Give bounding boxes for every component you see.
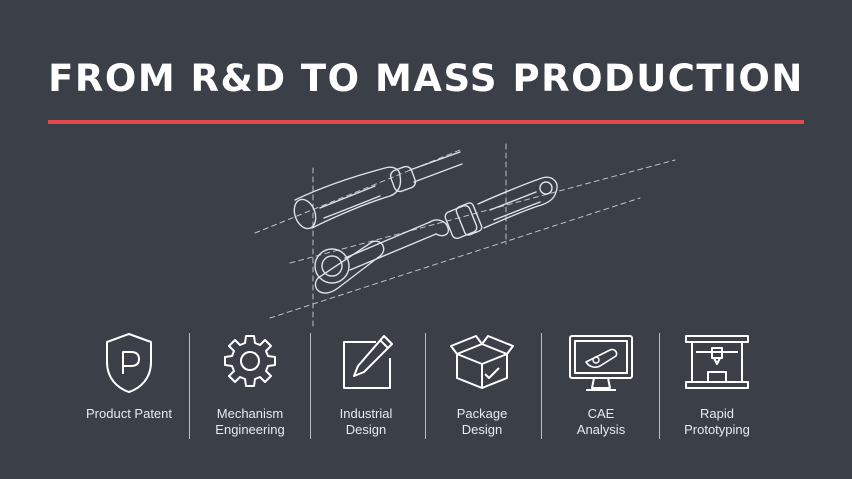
divider <box>541 333 542 439</box>
page-title: FROM R&D TO MASS PRODUCTION <box>48 57 804 100</box>
printer-3d-icon <box>685 335 749 389</box>
step-label: Industrial Design <box>339 406 393 437</box>
pencil-frame-icon <box>343 335 393 389</box>
divider <box>659 333 660 439</box>
step-label: CAE Analysis <box>576 406 626 437</box>
step-package-design: Package Design <box>422 330 542 438</box>
shield-p-icon <box>106 333 152 393</box>
torque-wrench-illustration <box>254 143 676 328</box>
divider <box>189 333 190 439</box>
step-product-patent: Product Patent <box>69 330 189 422</box>
step-label: Package Design <box>456 406 508 437</box>
step-label: Product Patent <box>86 406 172 421</box>
box-icon <box>450 335 514 389</box>
step-industrial-design: Industrial Design <box>306 330 426 438</box>
step-rapid-prototyping: Rapid Prototyping <box>657 330 777 438</box>
divider <box>425 333 426 439</box>
process-steps: Product Patent Mechanism Engineering Ind… <box>65 330 785 440</box>
divider <box>310 333 311 439</box>
step-label: Rapid Prototyping <box>684 406 750 437</box>
step-cae-analysis: CAE Analysis <box>541 330 661 438</box>
title-underline <box>48 120 804 124</box>
monitor-icon <box>569 335 633 391</box>
gear-icon <box>224 335 276 387</box>
step-label: Mechanism Engineering <box>215 406 285 437</box>
step-mechanism-engineering: Mechanism Engineering <box>190 330 310 438</box>
